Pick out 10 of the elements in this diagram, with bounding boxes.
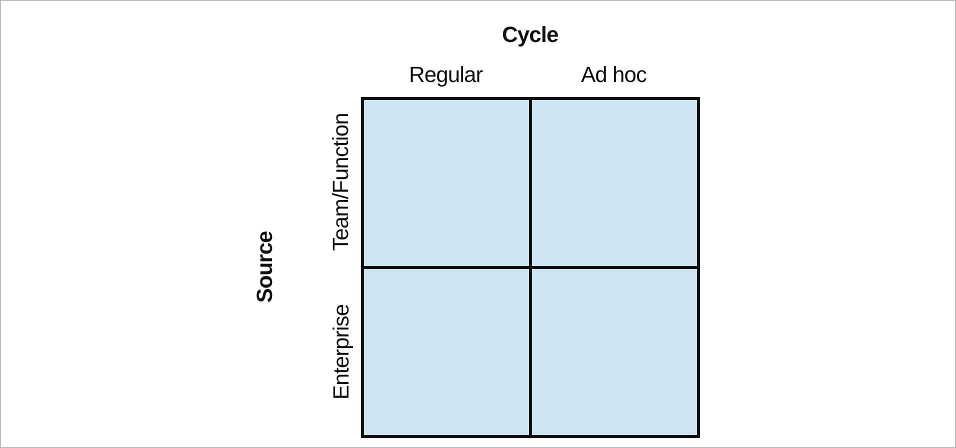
column-header: Regular xyxy=(409,62,483,88)
row-header: Team/Function xyxy=(328,113,354,251)
matrix-cell xyxy=(361,266,532,438)
axis-title: Cycle xyxy=(502,22,558,48)
row-header: Enterprise xyxy=(328,304,354,400)
column-header: Ad hoc xyxy=(581,62,646,88)
matrix-cell xyxy=(361,97,532,269)
matrix-cell xyxy=(529,97,700,269)
axis-title: Source xyxy=(252,231,278,303)
matrix-cell xyxy=(529,266,700,438)
